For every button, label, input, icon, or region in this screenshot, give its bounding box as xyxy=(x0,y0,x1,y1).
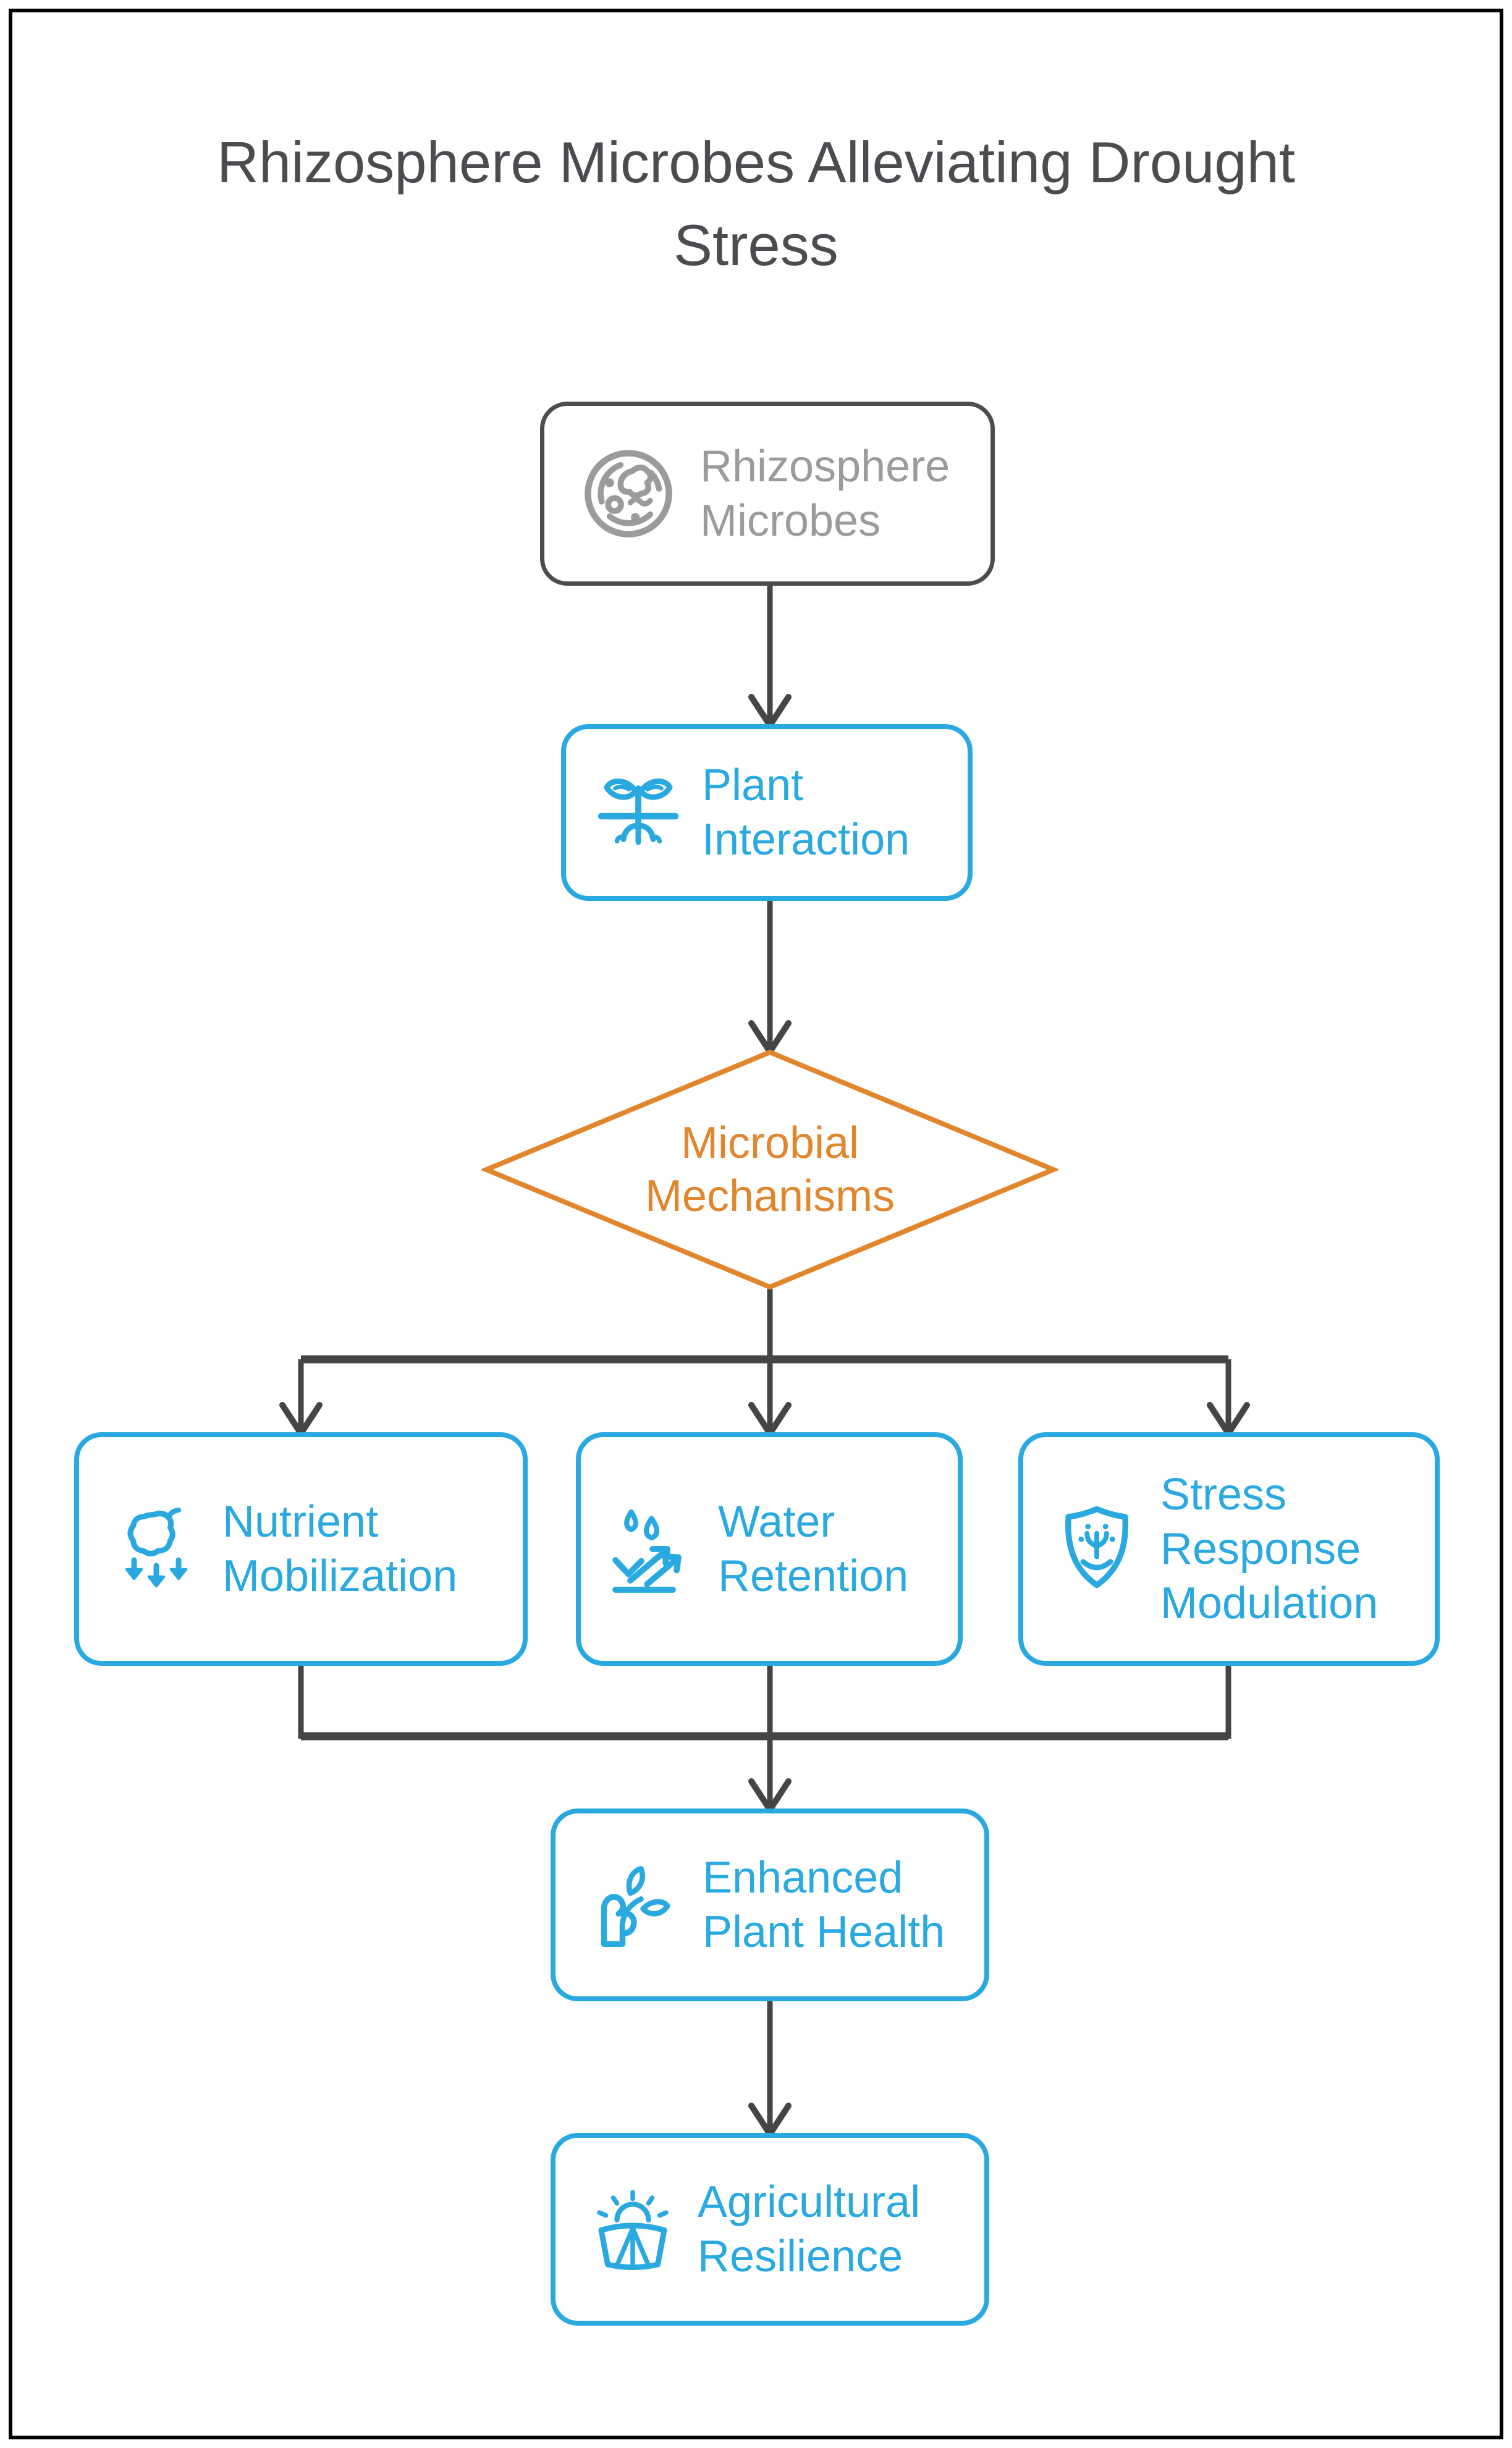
sprout-soil-icon xyxy=(586,1856,684,1954)
node-label: Nutrient Mobilization xyxy=(222,1497,458,1601)
shield-plant-icon xyxy=(1048,1500,1146,1598)
water-droplets-icon xyxy=(608,1503,701,1595)
node-nutrient-mobilization: Nutrient Mobilization xyxy=(74,1432,528,1666)
plant-roots-icon xyxy=(592,766,685,859)
node-microbial-mechanisms: Microbial Mechanisms xyxy=(481,1047,1058,1292)
node-label: Stress Response Modulation xyxy=(1160,1470,1379,1628)
node-water-retention: Water Retention xyxy=(576,1432,963,1666)
node-agricultural-resilience: Agricultural Resilience xyxy=(551,2133,989,2326)
node-stress-response-modulation: Stress Response Modulation xyxy=(1018,1432,1440,1666)
node-label: Microbial Mechanisms xyxy=(644,1118,895,1221)
diagram-title-line1: Rhizosphere Microbes Alleviating Drought xyxy=(216,130,1296,195)
node-label: Rhizosphere Microbes xyxy=(700,442,950,546)
sun-field-icon xyxy=(586,2183,679,2276)
node-rhizosphere-microbes: Rhizosphere Microbes xyxy=(540,402,995,586)
nutrient-release-icon xyxy=(110,1503,203,1595)
node-enhanced-plant-health: Enhanced Plant Health xyxy=(551,1809,989,2001)
node-label: Enhanced Plant Health xyxy=(703,1853,945,1957)
node-plant-interaction: Plant Interaction xyxy=(561,724,973,901)
decision-diamond xyxy=(481,1049,1058,1290)
node-label: Water Retention xyxy=(718,1497,909,1601)
diagram-title-line2: Stress xyxy=(674,213,838,277)
diagram-title: Rhizosphere Microbes Alleviating Drought… xyxy=(0,121,1512,287)
node-label: Agricultural Resilience xyxy=(698,2177,921,2281)
node-label: Plant Interaction xyxy=(702,761,910,864)
microbes-icon xyxy=(579,444,678,543)
